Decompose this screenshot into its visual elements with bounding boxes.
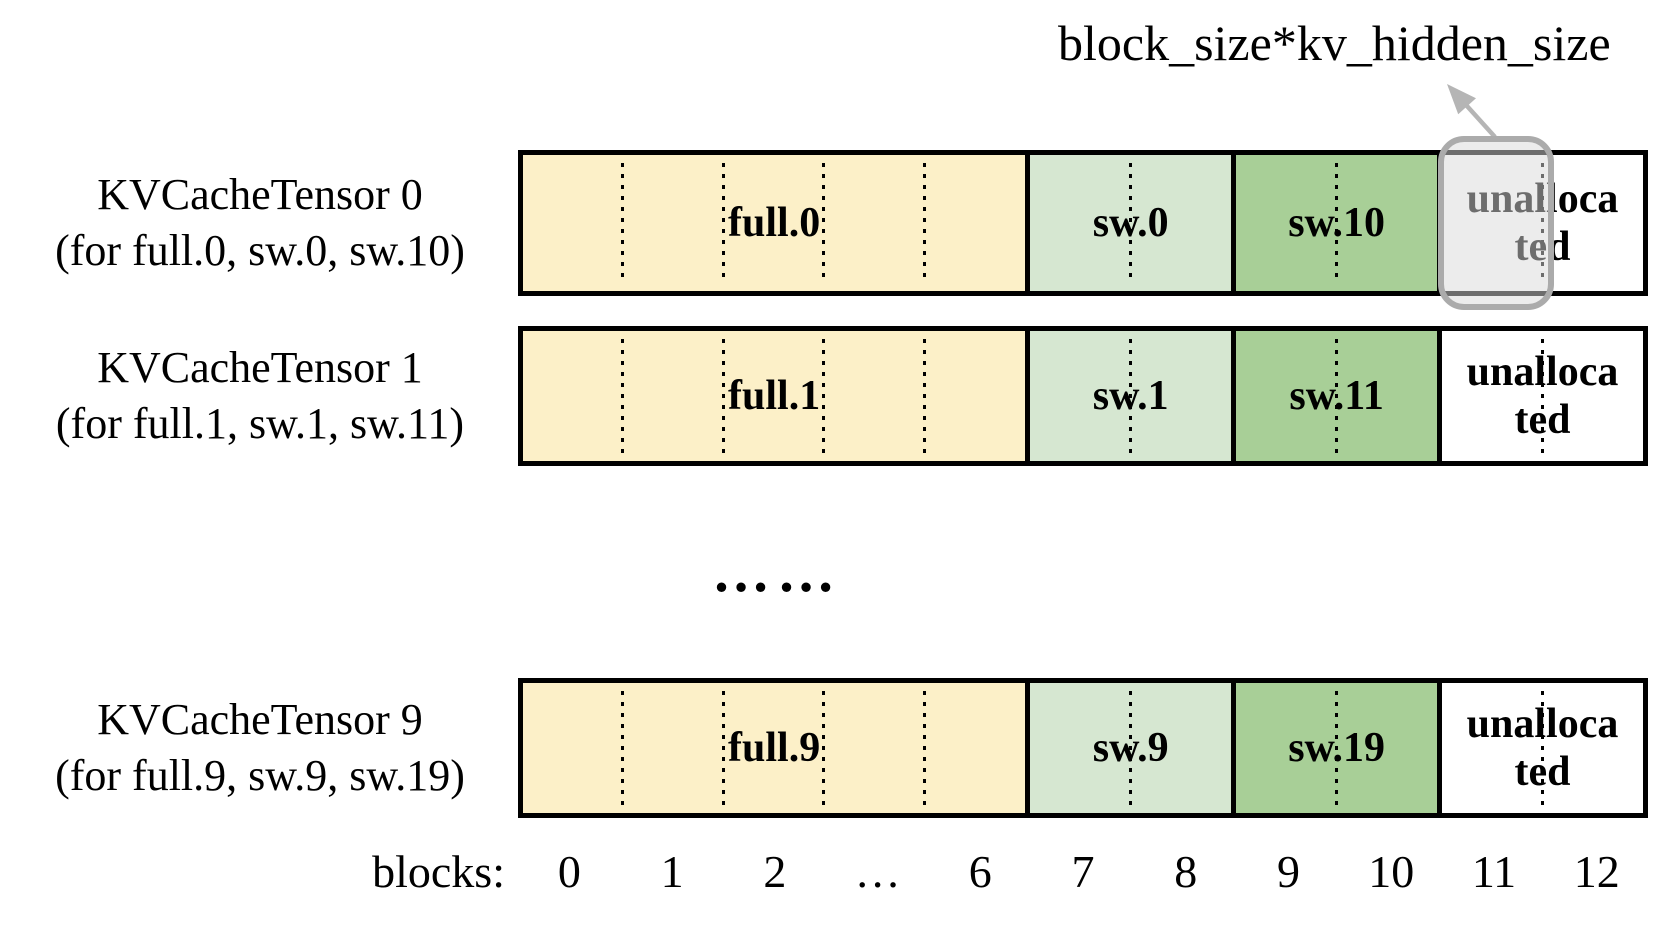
block-divider [621,163,625,283]
tensor-1-subtitle: (for full.1, sw.1, sw.11) [55,399,465,448]
block-divider [1334,691,1338,805]
segment-label: sw.0 [1092,200,1169,246]
segment-label: sw.1 [1092,373,1169,419]
block-divider [721,339,725,453]
axis-tick: 2 [763,846,787,897]
axis-tick: 11 [1471,846,1517,897]
tensor-9-name: KVCacheTensor 9 [97,695,423,744]
tensor-9-sw9-segment: sw.9 [1025,683,1232,813]
segment-label: full.0 [728,200,821,246]
blocks-axis-caption: blocks: [372,846,505,897]
segment-label: unalloca ted [1466,701,1619,795]
segment-label: full.9 [728,725,821,771]
block-divider [721,163,725,283]
segment-label: sw.11 [1289,373,1384,419]
block-divider [1540,691,1544,805]
block-divider [621,691,625,805]
tensor-9-sw19-segment: sw.19 [1231,683,1438,813]
tensor-1-bar: full.1 sw.1 sw.11 unalloca ted [518,326,1648,466]
tensor-1-unallocated-segment: unalloca ted [1437,331,1643,461]
axis-tick: 10 [1368,846,1415,897]
tensor-9-subtitle: (for full.9, sw.9, sw.19) [55,751,465,800]
tensor-1-full-segment: full.1 [523,331,1026,461]
block-divider [822,691,826,805]
block-divider [1334,163,1338,283]
block-size-annotation: block_size*kv_hidden_size [1058,15,1611,71]
highlighted-block-outline [1438,136,1554,310]
block-divider [1540,339,1544,453]
tensor-1-name: KVCacheTensor 1 [97,343,423,392]
tensor-1-label: KVCacheTensor 1 (for full.1, sw.1, sw.11… [15,340,505,452]
axis-tick: 6 [968,846,992,897]
block-divider [922,691,926,805]
axis-tick: 0 [557,846,581,897]
tensor-9-bar: full.9 sw.9 sw.19 unalloca ted [518,678,1648,818]
blocks-axis: 0 1 2 … 6 7 8 9 10 11 12 [518,845,1648,898]
tensor-0-name: KVCacheTensor 0 [97,170,423,219]
axis-tick: 8 [1174,846,1198,897]
block-divider [621,339,625,453]
tensor-1-sw11-segment: sw.11 [1231,331,1438,461]
tensor-0-subtitle: (for full.0, sw.0, sw.10) [55,226,465,275]
segment-label: sw.9 [1092,725,1169,771]
axis-tick: 1 [660,846,684,897]
tensor-9-unallocated-segment: unalloca ted [1437,683,1643,813]
block-divider [922,163,926,283]
block-divider [822,339,826,453]
block-divider [1128,339,1132,453]
axis-tick: … [854,846,901,897]
segment-label: full.1 [728,373,821,419]
block-divider [1334,339,1338,453]
segment-label: unalloca ted [1466,349,1619,443]
axis-tick: 12 [1573,846,1620,897]
axis-tick: 9 [1277,846,1300,897]
block-divider [721,691,725,805]
tensor-1-sw1-segment: sw.1 [1025,331,1232,461]
tensor-9-label: KVCacheTensor 9 (for full.9, sw.9, sw.19… [15,692,505,804]
block-divider [822,163,826,283]
block-divider [1128,163,1132,283]
tensor-0-sw10-segment: sw.10 [1231,155,1438,291]
tensor-0-label: KVCacheTensor 0 (for full.0, sw.0, sw.10… [15,167,505,279]
block-divider [1128,691,1132,805]
tensor-0-full-segment: full.0 [523,155,1026,291]
tensor-0-sw0-segment: sw.0 [1025,155,1232,291]
axis-tick: 7 [1071,846,1095,897]
annotation-arrow-icon [1447,84,1497,139]
segment-label: sw.10 [1288,200,1386,246]
block-divider [922,339,926,453]
segment-label: sw.19 [1288,725,1386,771]
rows-ellipsis: …… [712,539,842,604]
tensor-9-full-segment: full.9 [523,683,1026,813]
